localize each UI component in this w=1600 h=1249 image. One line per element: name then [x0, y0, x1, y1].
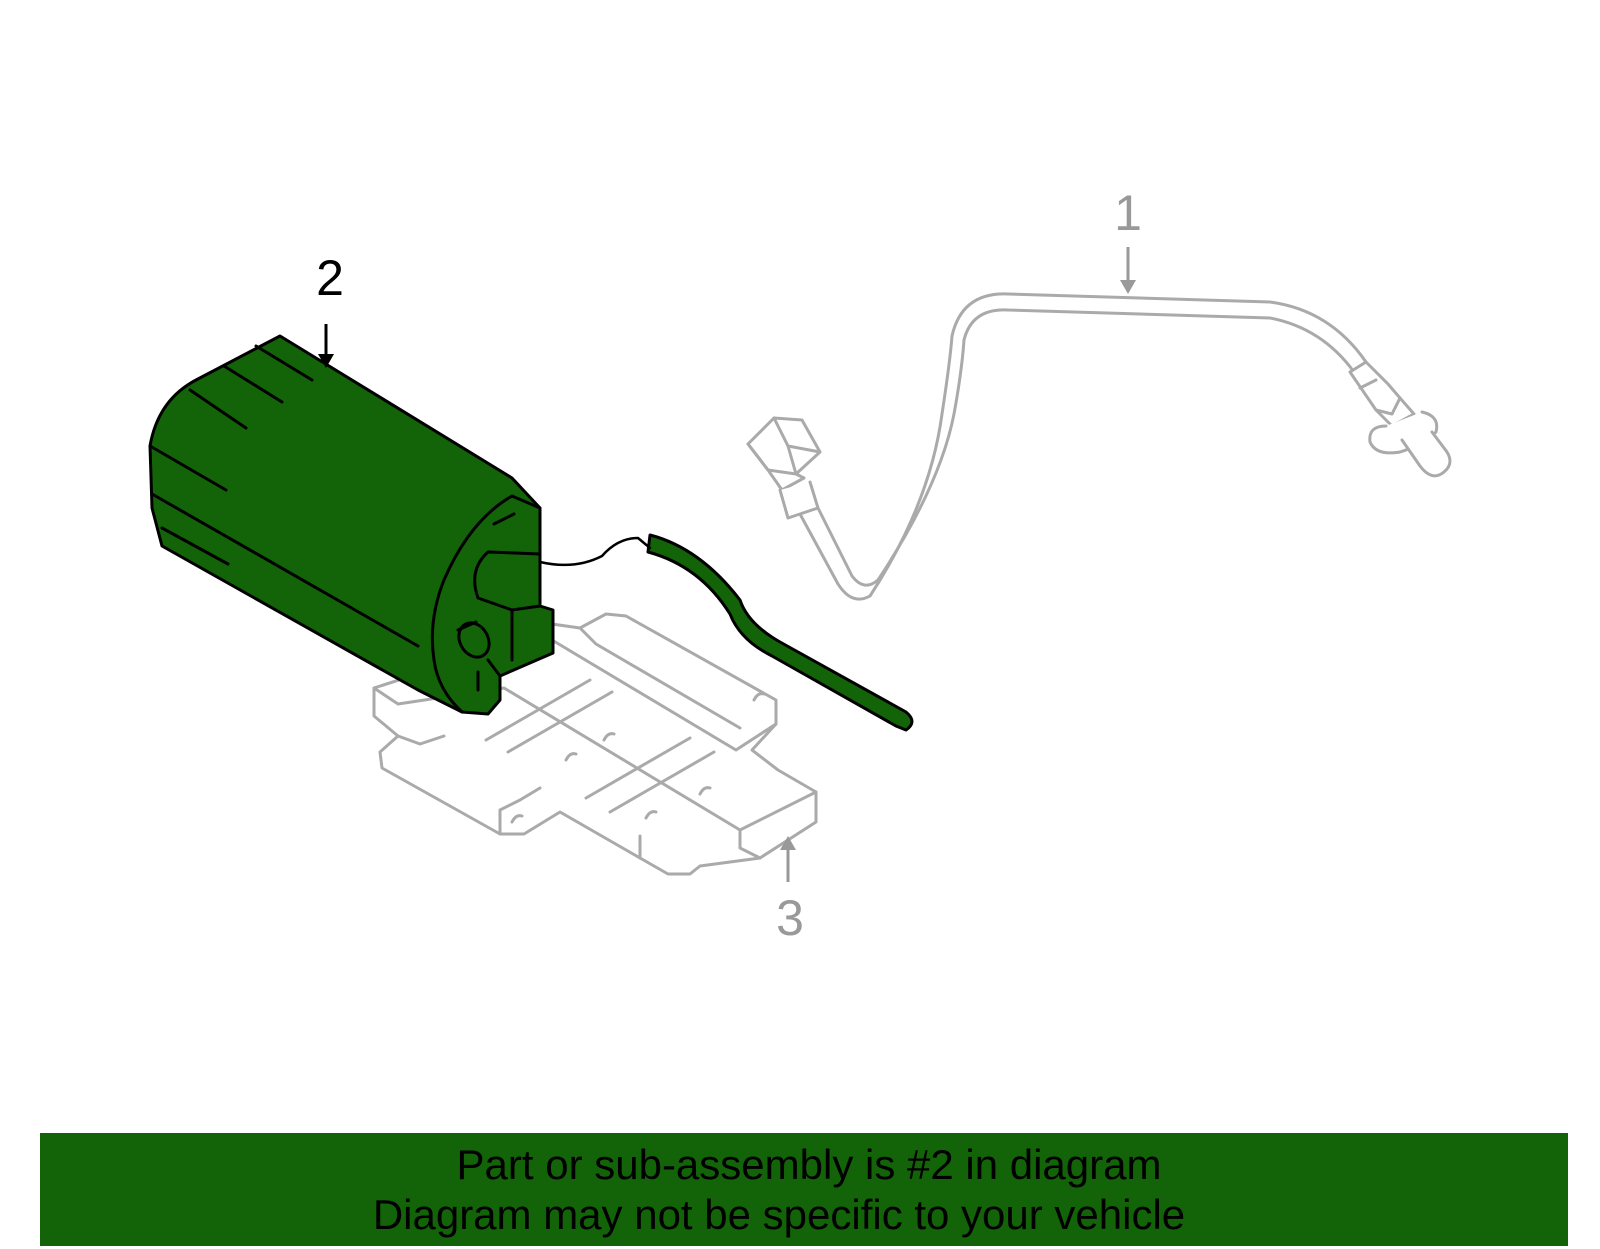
callout-3[interactable]: 3: [776, 890, 804, 946]
banner-disclaimer: Diagram may not be specific to your vehi…: [372, 1190, 1186, 1238]
leader-arrow-2: [318, 324, 334, 368]
part-1-oxygen-sensor[interactable]: [746, 292, 1452, 601]
info-banner: Part or sub-assembly is #2 in diagram Di…: [40, 1133, 1568, 1246]
leader-arrow-3: [780, 836, 796, 882]
part-2-vapor-canister[interactable]: [148, 334, 914, 732]
leader-arrow-1: [1120, 247, 1136, 294]
banner-part-note: Part or sub-assembly is #2 in diagram: [456, 1140, 1162, 1188]
callout-1[interactable]: 1: [1114, 185, 1142, 241]
callout-2[interactable]: 2: [316, 250, 344, 306]
